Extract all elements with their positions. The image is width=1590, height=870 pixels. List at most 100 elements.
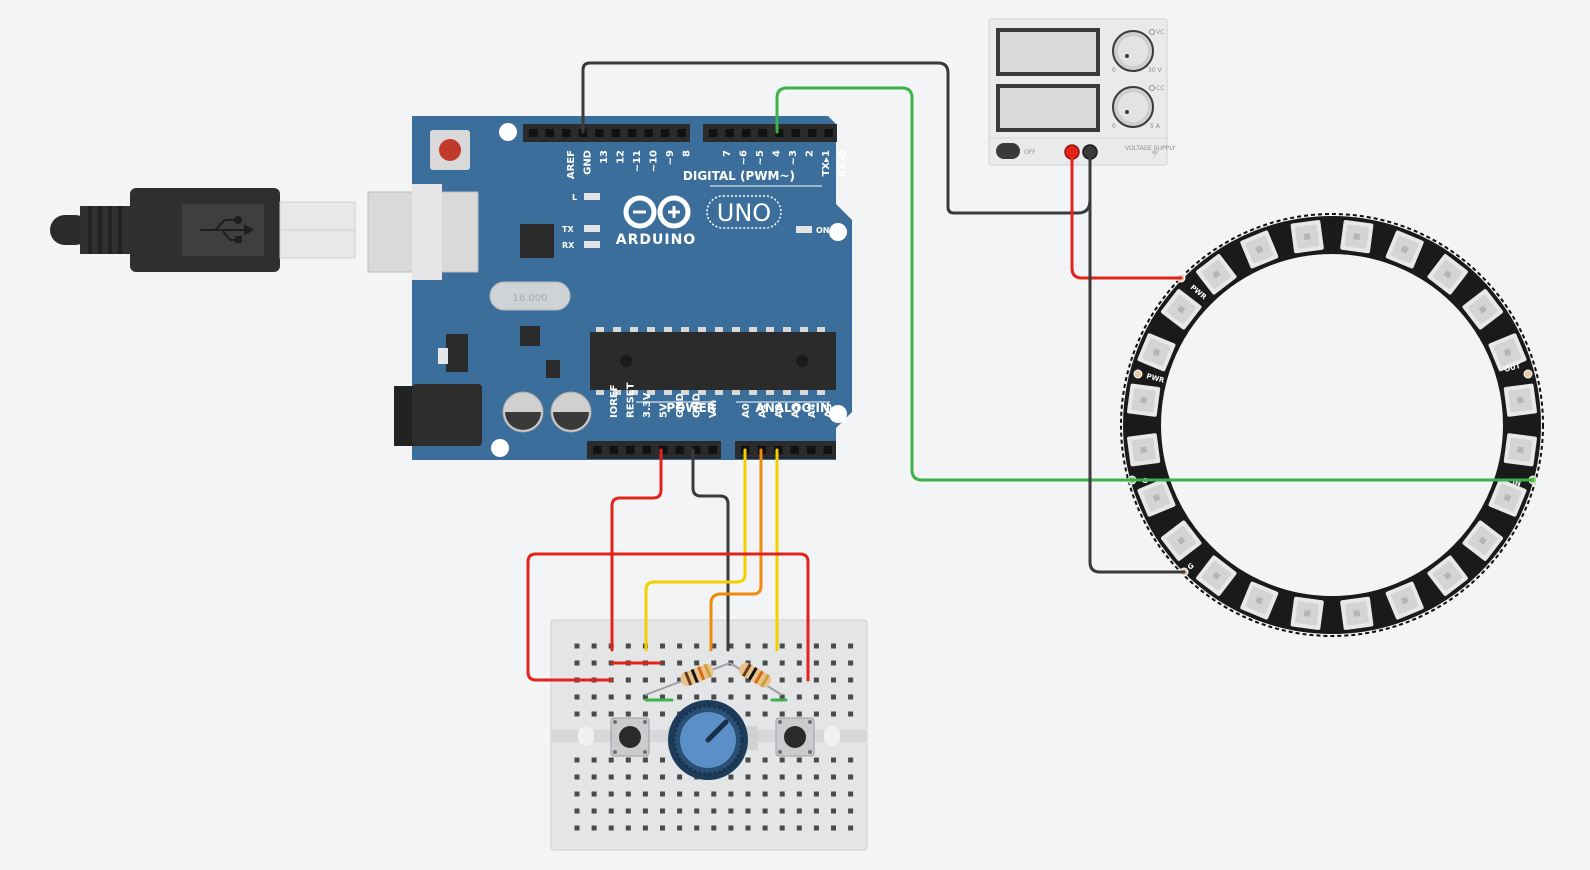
header-socket[interactable]	[675, 446, 685, 454]
dc-power-supply[interactable]: 0 30 V 0 5 A VC CC OFF VOLTAGE SUPPLY	[988, 18, 1176, 166]
breadboard-hole[interactable]	[711, 677, 717, 683]
breadboard-hole[interactable]	[694, 694, 700, 700]
breadboard-hole[interactable]	[848, 643, 854, 649]
breadboard-hole[interactable]	[694, 808, 700, 814]
breadboard-hole[interactable]	[660, 757, 665, 763]
neopixel-led[interactable]	[1127, 383, 1161, 417]
breadboard-hole[interactable]	[831, 677, 836, 683]
neopixel-led[interactable]	[1503, 433, 1538, 467]
breadboard-hole[interactable]	[625, 791, 631, 797]
breadboard-hole[interactable]	[677, 660, 683, 666]
resistor-right[interactable]	[729, 660, 783, 696]
breadboard-hole[interactable]	[677, 774, 683, 780]
breadboard-hole[interactable]	[848, 825, 854, 831]
breadboard-hole[interactable]	[762, 660, 768, 666]
neopixel-led[interactable]	[1127, 433, 1161, 467]
neopixel-led[interactable]	[1427, 555, 1469, 597]
breadboard-hole[interactable]	[779, 643, 785, 649]
breadboard-hole[interactable]	[848, 808, 854, 814]
breadboard-hole[interactable]	[711, 791, 717, 797]
header-socket[interactable]	[593, 446, 602, 454]
neopixel-led[interactable]	[1160, 288, 1202, 330]
neopixel-led[interactable]	[1137, 478, 1176, 517]
neopixel-led[interactable]	[1385, 230, 1424, 269]
breadboard-hole[interactable]	[779, 825, 785, 831]
breadboard-hole[interactable]	[677, 677, 683, 683]
wire-power-rail-loop[interactable]	[526, 552, 810, 682]
wires[interactable]	[526, 61, 1535, 682]
neopixel-led[interactable]	[1462, 520, 1504, 562]
header-socket[interactable]	[595, 129, 604, 137]
pushbutton-left[interactable]	[610, 717, 650, 757]
header-socket[interactable]	[642, 446, 652, 454]
neopixel-led[interactable]	[1462, 288, 1504, 330]
breadboard-hole[interactable]	[762, 791, 768, 797]
breadboard-hole[interactable]	[779, 711, 785, 717]
breadboard-hole[interactable]	[625, 711, 631, 717]
wire-data-to-ring[interactable]	[775, 86, 1535, 482]
breadboard-hole[interactable]	[591, 643, 597, 649]
breadboard-hole[interactable]	[745, 711, 751, 717]
breadboard-hole[interactable]	[831, 660, 836, 666]
breadboard-hole[interactable]	[591, 774, 597, 780]
breadboard-hole[interactable]	[848, 677, 854, 683]
neopixel-led[interactable]	[1195, 253, 1237, 295]
breadboard-hole[interactable]	[831, 643, 836, 649]
breadboard-hole[interactable]	[848, 774, 854, 780]
wire-gnd-to-breadboard[interactable]	[691, 448, 730, 652]
header-socket[interactable]	[823, 446, 833, 454]
breadboard-hole[interactable]	[608, 808, 614, 814]
breadboard-hole[interactable]	[831, 791, 836, 797]
breadboard-hole[interactable]	[677, 791, 683, 797]
breadboard-hole[interactable]	[728, 694, 734, 700]
breadboard-hole[interactable]	[813, 643, 819, 649]
breadboard-hole[interactable]	[591, 660, 597, 666]
breadboard-hole[interactable]	[728, 791, 734, 797]
pad-out[interactable]	[1523, 369, 1533, 379]
breadboard-hole[interactable]	[660, 774, 665, 780]
breadboard-hole[interactable]	[831, 825, 836, 831]
breadboard-hole[interactable]	[677, 643, 683, 649]
header-socket[interactable]	[708, 446, 718, 454]
header-socket[interactable]	[808, 129, 817, 137]
reset-button[interactable]	[439, 139, 461, 161]
breadboard-hole[interactable]	[813, 825, 819, 831]
breadboard-hole[interactable]	[831, 757, 836, 763]
breadboard-hole[interactable]	[796, 660, 802, 666]
header-socket[interactable]	[824, 129, 834, 137]
breadboard-hole[interactable]	[591, 757, 597, 763]
header-socket[interactable]	[628, 129, 637, 137]
breadboard-hole[interactable]	[574, 808, 580, 814]
header-socket[interactable]	[692, 446, 701, 454]
breadboard-hole[interactable]	[711, 808, 717, 814]
breadboard-hole[interactable]	[813, 711, 819, 717]
breadboard-hole[interactable]	[608, 825, 614, 831]
header-socket[interactable]	[529, 129, 538, 137]
breadboard[interactable]	[550, 619, 868, 851]
breadboard-hole[interactable]	[728, 808, 734, 814]
breadboard-hole[interactable]	[625, 825, 631, 831]
pad-pwr-left[interactable]	[1133, 369, 1143, 379]
neopixel-led[interactable]	[1503, 383, 1538, 417]
breadboard-hole[interactable]	[660, 660, 665, 666]
breadboard-hole[interactable]	[642, 825, 648, 831]
breadboard-hole[interactable]	[694, 643, 700, 649]
breadboard-hole[interactable]	[745, 677, 751, 683]
breadboard-hole[interactable]	[574, 757, 580, 763]
header-socket[interactable]	[609, 446, 619, 454]
breadboard-hole[interactable]	[745, 694, 751, 700]
breadboard-hole[interactable]	[745, 774, 751, 780]
breadboard-hole[interactable]	[694, 660, 700, 666]
header-socket[interactable]	[659, 446, 668, 454]
breadboard-hole[interactable]	[660, 694, 665, 700]
breadboard-hole[interactable]	[677, 808, 683, 814]
breadboard-hole[interactable]	[813, 808, 819, 814]
breadboard-hole[interactable]	[779, 808, 785, 814]
breadboard-hole[interactable]	[728, 643, 734, 649]
breadboard-hole[interactable]	[796, 757, 802, 763]
breadboard-hole[interactable]	[779, 791, 785, 797]
breadboard-hole[interactable]	[711, 660, 717, 666]
breadboard-hole[interactable]	[660, 643, 665, 649]
breadboard-hole[interactable]	[848, 711, 854, 717]
breadboard-hole[interactable]	[642, 808, 648, 814]
